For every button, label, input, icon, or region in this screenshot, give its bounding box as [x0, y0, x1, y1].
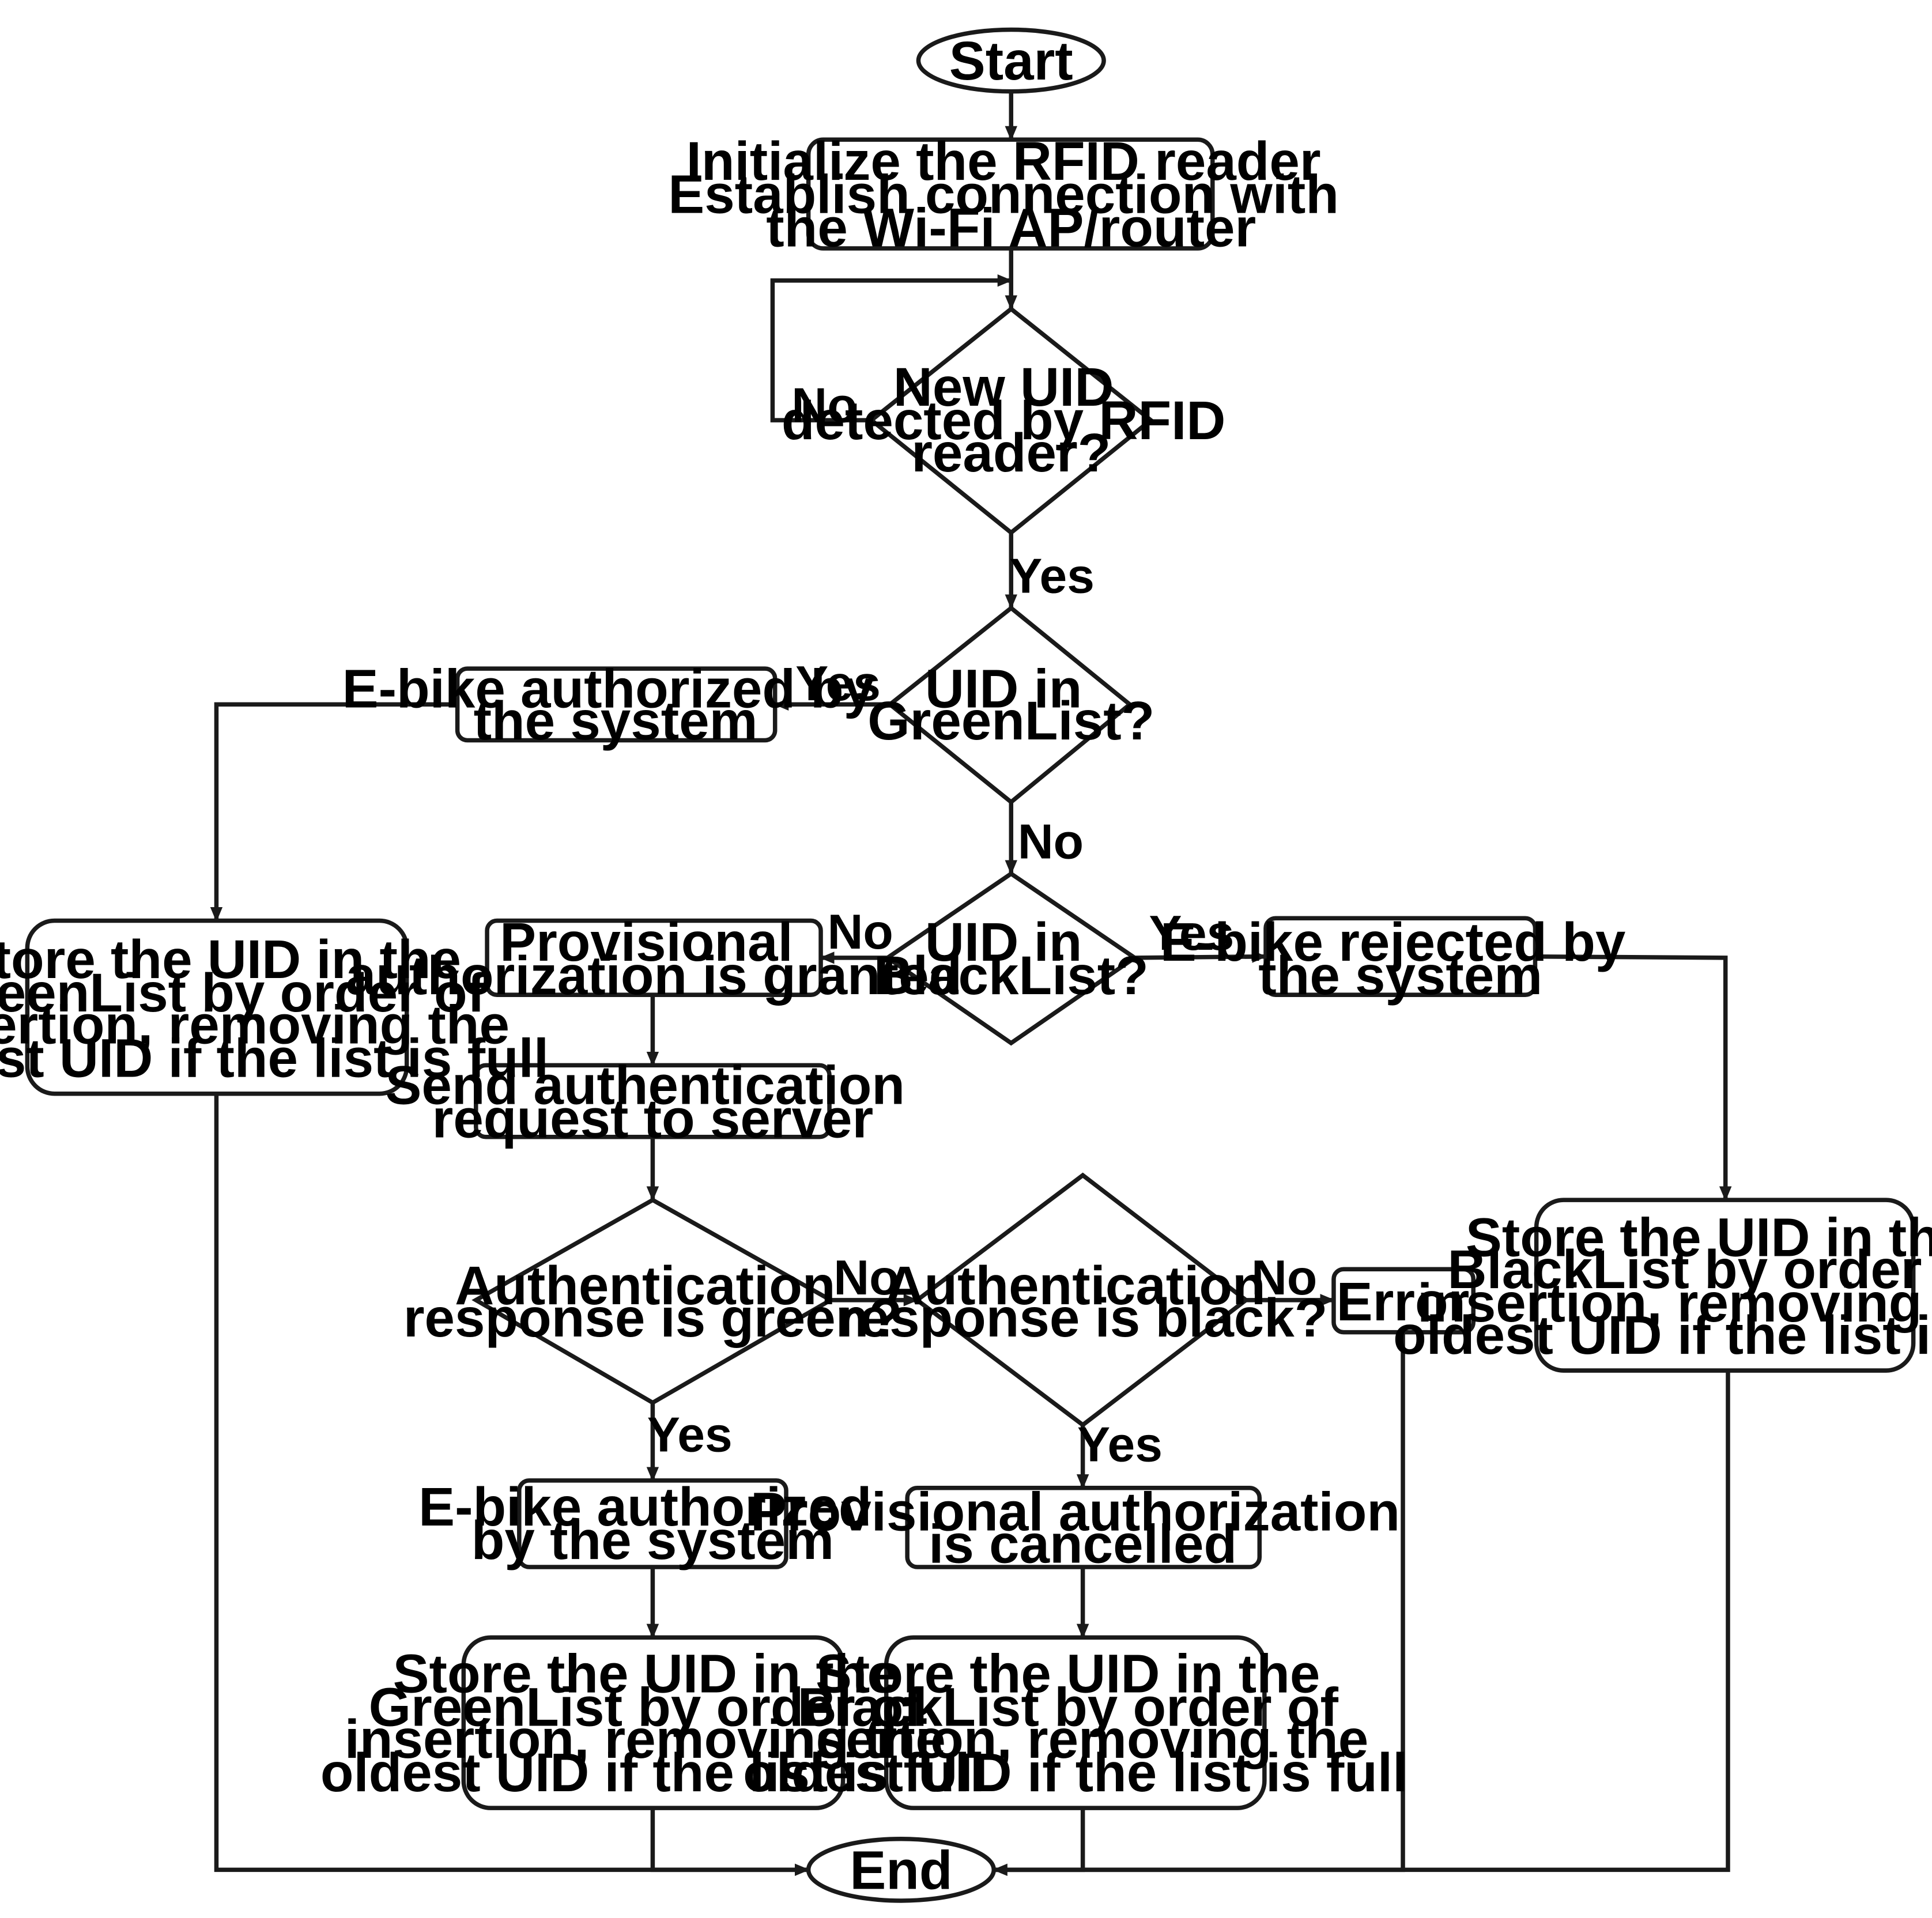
edge-store-black-mid-to-end	[994, 1808, 1085, 1872]
edge-new-uid-no-loop	[770, 274, 1013, 422]
authorized-mid-box	[517, 1478, 788, 1569]
edge-rejected-to-store-black-right	[1535, 954, 1732, 1202]
store-green-mid-label: Store the UID in the GreenList by order …	[320, 1643, 985, 1803]
init-label: Initialize the RFID reader Establish con…	[668, 130, 1354, 258]
flowchart-shapes	[25, 27, 1916, 1903]
end-label: End	[850, 1840, 952, 1900]
greenlist-label: UID in GreenList?	[867, 658, 1154, 751]
authorized-mid-label: E-bike authorized by the system	[418, 1476, 887, 1570]
authorized-left-label: E-bike authorized by the system	[342, 658, 889, 751]
edge-store-black-right-to-end	[993, 1370, 1730, 1877]
provisional-granted-box	[485, 918, 823, 997]
store-green-mid-box	[461, 1635, 846, 1810]
label-greenlist-no: No	[1018, 814, 1084, 869]
end-terminal	[806, 1837, 996, 1903]
edge-labels: No Yes Yes No No Yes No Yes No Yes	[647, 377, 1318, 1472]
label-new-uid-no: No	[791, 377, 857, 433]
init-box	[806, 137, 1215, 251]
edge-store-green-mid-to-end	[650, 1808, 809, 1872]
error-box	[1331, 1267, 1476, 1335]
label-resp-black-no: No	[1251, 1250, 1317, 1305]
rejected-label: E-bike rejected by the system	[1160, 911, 1641, 1005]
new-uid-label: New UID detected by RFID reader?	[782, 357, 1241, 483]
resp-black-label: Authentication response is black?	[838, 1255, 1327, 1348]
resp-black-decision	[914, 1172, 1250, 1428]
edge-authorized-to-store-green-left	[210, 702, 458, 922]
blacklist-label: UID in BlackList?	[874, 911, 1149, 1005]
send-request-box	[474, 1063, 832, 1139]
new-uid-decision	[867, 306, 1154, 536]
blacklist-decision	[884, 871, 1139, 1046]
label-resp-green-no: No	[833, 1250, 899, 1305]
store-black-right-label: Store the UID in the BlackList by order …	[1393, 1207, 1932, 1365]
label-resp-green-yes: Yes	[647, 1407, 733, 1463]
resp-green-decision	[471, 1197, 835, 1406]
start-label: Start	[949, 31, 1073, 91]
provisional-cancelled-label: Provisional authorization is cancelled	[750, 1481, 1415, 1574]
provisional-granted-label: Provisional authorization is granted	[346, 911, 962, 1005]
provisional-cancelled-box	[905, 1486, 1262, 1569]
error-label: Error	[1337, 1271, 1470, 1331]
edge-blacklist-yes	[1134, 950, 1267, 963]
store-green-left-label: Store the UID in the GreenList by order …	[0, 928, 549, 1088]
greenlist-decision	[886, 605, 1134, 805]
node-labels: Start Initialize the RFID reader Establi…	[0, 31, 1932, 1900]
edge-store-green-left-to-end	[214, 1093, 810, 1877]
label-new-uid-yes: Yes	[1009, 548, 1095, 603]
store-green-left-box	[25, 918, 409, 1096]
start-terminal	[916, 27, 1106, 94]
label-blacklist-no: No	[827, 904, 893, 960]
label-greenlist-yes: Yes	[795, 656, 881, 711]
send-request-label: Send authentication request to server	[386, 1055, 920, 1149]
label-resp-black-yes: Yes	[1077, 1417, 1163, 1473]
resp-green-label: Authentication response is green?	[403, 1255, 902, 1348]
label-blacklist-yes: Yes	[1149, 905, 1234, 961]
store-black-right-box	[1534, 1198, 1916, 1373]
rejected-box	[1263, 916, 1538, 997]
connector-lines	[210, 91, 1732, 1877]
store-black-mid-box	[884, 1635, 1267, 1810]
store-black-mid-label: Store the UID in the BlackList by order …	[743, 1643, 1408, 1803]
authorized-left-box	[455, 666, 778, 743]
